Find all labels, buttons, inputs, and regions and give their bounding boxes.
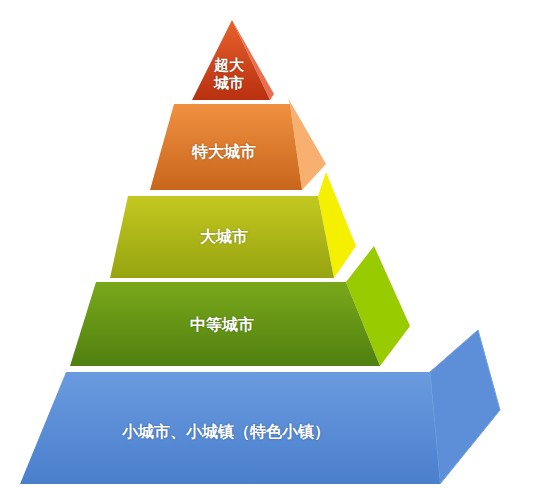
band-label: 特大城市 [192, 142, 256, 161]
band-label: 大城市 [200, 227, 248, 246]
pyramid-band: 小城市、小城镇（特色小镇） [122, 422, 330, 441]
band-label: 超大 城市 [212, 56, 246, 92]
band-label: 小城市、小城镇（特色小镇） [122, 422, 330, 441]
pyramid-band: 大城市 [200, 227, 248, 246]
pyramid-band: 中等城市 [190, 315, 254, 334]
pyramid-band: 超大 城市 [212, 56, 246, 92]
pyramid-band: 特大城市 [192, 142, 256, 161]
band-label: 中等城市 [190, 315, 254, 334]
